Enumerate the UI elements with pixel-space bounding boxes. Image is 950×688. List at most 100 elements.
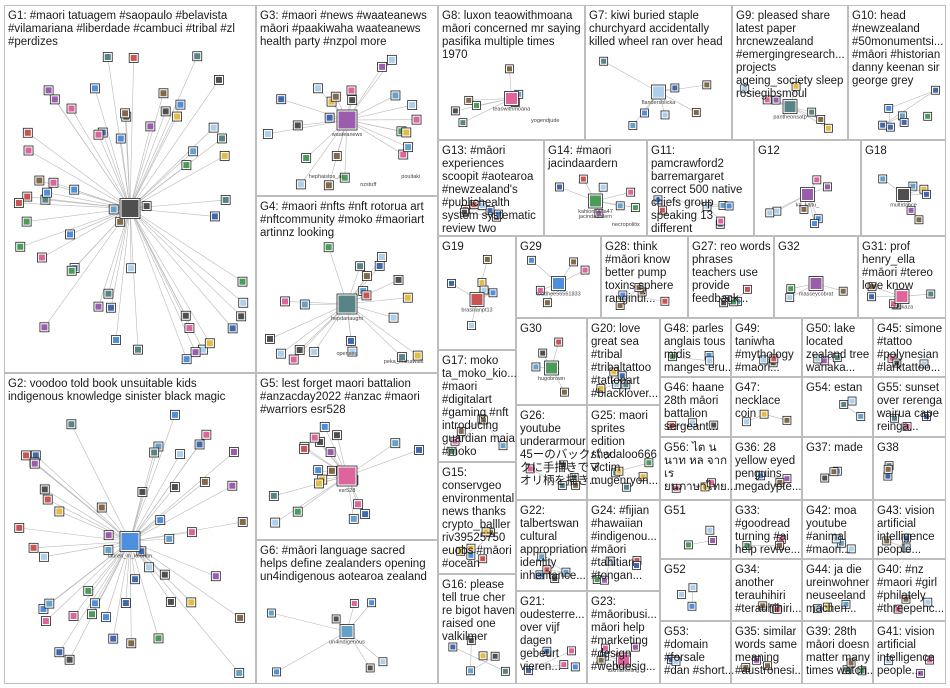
- graph-node-avatar: [389, 57, 395, 63]
- group-label-line: #perdizes: [8, 36, 58, 48]
- graph-node-avatar: [123, 600, 129, 606]
- graph-node-avatar: [767, 210, 772, 215]
- graph-node-avatar: [265, 131, 271, 137]
- graph-node-avatar: [135, 347, 141, 353]
- hub-node-avatar: [339, 112, 356, 129]
- graph-node-avatar: [316, 480, 322, 486]
- graph-node-avatar: [24, 219, 30, 225]
- graph-node-avatar: [95, 132, 101, 138]
- graph-node-avatar: [573, 664, 578, 669]
- group-panel-g5: esr528G5: lest forget maori battalion#an…: [257, 374, 438, 540]
- group-label-line: #maori...: [735, 362, 780, 374]
- group-label-line: underarmour: [520, 436, 586, 448]
- group-label-line: henry_ella: [862, 254, 916, 266]
- group-label-line: people...: [877, 544, 921, 556]
- group-label-line: 45ーのバックパッ: [520, 448, 613, 461]
- group-label-line: system systematic: [442, 210, 536, 222]
- graph-node-avatar: [379, 254, 385, 260]
- group-label-line: midis: [664, 349, 691, 361]
- group-label-line: #māori: [591, 544, 626, 556]
- graph-node-avatar: [108, 305, 114, 311]
- graph-node-avatar: [416, 447, 422, 453]
- group-label-line: artificial: [877, 518, 916, 530]
- group-label-line: reinga...: [877, 421, 919, 433]
- graph-node-avatar: [56, 649, 62, 655]
- graph-node-avatar: [718, 219, 723, 224]
- group-label-line: māori doesn: [806, 639, 869, 651]
- graph-node-avatar: [886, 106, 891, 111]
- group-panel-g44: G44: ja dieureinwohnerneuseelandmachen..…: [803, 560, 873, 621]
- group-label-line: เร: [664, 468, 674, 480]
- graph-node-avatar: [89, 611, 95, 617]
- group-label-line: taniwha: [735, 336, 775, 348]
- group-label-line: pasifika multiple times: [442, 36, 555, 48]
- group-label-line: #austronesi...: [735, 665, 804, 677]
- graph-node-avatar: [183, 313, 189, 319]
- graph-node-avatar: [230, 325, 236, 331]
- graph-node-avatar: [17, 244, 23, 250]
- graph-node-avatar: [193, 349, 199, 355]
- group-panel-g17: G17: mokota_moko_kio...#maori#digitalart…: [439, 351, 517, 462]
- group-label-line: G39: 28th: [806, 626, 857, 638]
- group-panel-g19: brasilianpt13G19: [439, 237, 516, 350]
- graph-node-avatar: [479, 280, 484, 285]
- group-label-line: #māori #historian: [852, 49, 940, 61]
- node-caption: lauren_m_keenan: [108, 554, 152, 560]
- group-label-line: #terauhihiri...: [735, 603, 801, 615]
- group-label-line: 1970: [442, 49, 468, 61]
- graph-node-avatar: [315, 85, 321, 91]
- graph-node-avatar: [831, 469, 836, 474]
- node-caption: pantheonsatp: [773, 115, 806, 121]
- group-label-line: cultural: [520, 531, 557, 543]
- group-label-line: artificial: [877, 639, 916, 651]
- group-label-line: G34:: [735, 564, 760, 576]
- graph-node-avatar: [405, 295, 411, 301]
- graph-node-avatar: [466, 98, 471, 103]
- hub-node-avatar: [802, 189, 813, 200]
- group-label-line: riv39525750: [442, 532, 505, 544]
- graph-node-avatar: [469, 323, 474, 328]
- graph-node-avatar: [333, 94, 339, 100]
- node-caption: yogendjude: [531, 118, 559, 124]
- graph-node-avatar: [95, 304, 101, 310]
- group-label-line: #maori...: [806, 544, 851, 556]
- group-label-line: zealand tree: [806, 349, 869, 361]
- graph-node-avatar: [707, 528, 712, 533]
- graph-node-avatar: [203, 432, 209, 438]
- node-caption: necropolitix: [612, 222, 640, 228]
- graph-node-avatar: [113, 337, 119, 343]
- graph-node-avatar: [825, 184, 830, 189]
- graph-node-avatar: [71, 613, 77, 619]
- graph-node-avatar: [491, 290, 496, 295]
- group-label-line: rosiegibsmoul: [736, 88, 807, 100]
- graph-node-avatar: [571, 259, 576, 264]
- graph-node-avatar: [858, 414, 863, 419]
- graph-node-avatar: [885, 474, 890, 479]
- group-panel-g35: G35: similarwords samemeaning#austronesi…: [732, 622, 805, 684]
- group-label-line: G7: kiwi buried staple: [589, 10, 699, 22]
- graph-node-avatar: [50, 180, 56, 186]
- group-panel-g40: G40: #nz#maori #girl#philately#threepenc…: [874, 560, 946, 621]
- group-label-line: G22:: [520, 505, 545, 517]
- graph-node-avatar: [68, 421, 74, 427]
- group-label-line: terauhihiri: [735, 590, 786, 602]
- group-label-line: G19: [442, 241, 464, 253]
- hub-node-avatar: [506, 93, 517, 104]
- hub-node-avatar: [653, 87, 664, 98]
- graph-node-avatar: [628, 190, 633, 195]
- group-label-line: neuseeland: [806, 590, 865, 602]
- group-label-line: anglais tous: [664, 336, 726, 348]
- group-label-line: G35: similar: [735, 626, 797, 638]
- group-panel-g47: G47:necklacecoin: [732, 378, 802, 437]
- graph-node-avatar: [363, 292, 369, 298]
- graph-node-avatar: [46, 601, 52, 607]
- hub-node-avatar: [122, 200, 139, 217]
- group-label-line: G26:: [520, 410, 545, 422]
- group-panel-g32: masseycobratG32: [775, 237, 858, 318]
- group-label-line: #vilamariana #liberdade #cambuci #tribal…: [8, 23, 235, 35]
- graph-node-avatar: [32, 461, 38, 467]
- group-label-line: G9: pleased share: [736, 10, 830, 22]
- graph-node-avatar: [41, 324, 47, 330]
- group-label-line: identity: [520, 557, 557, 569]
